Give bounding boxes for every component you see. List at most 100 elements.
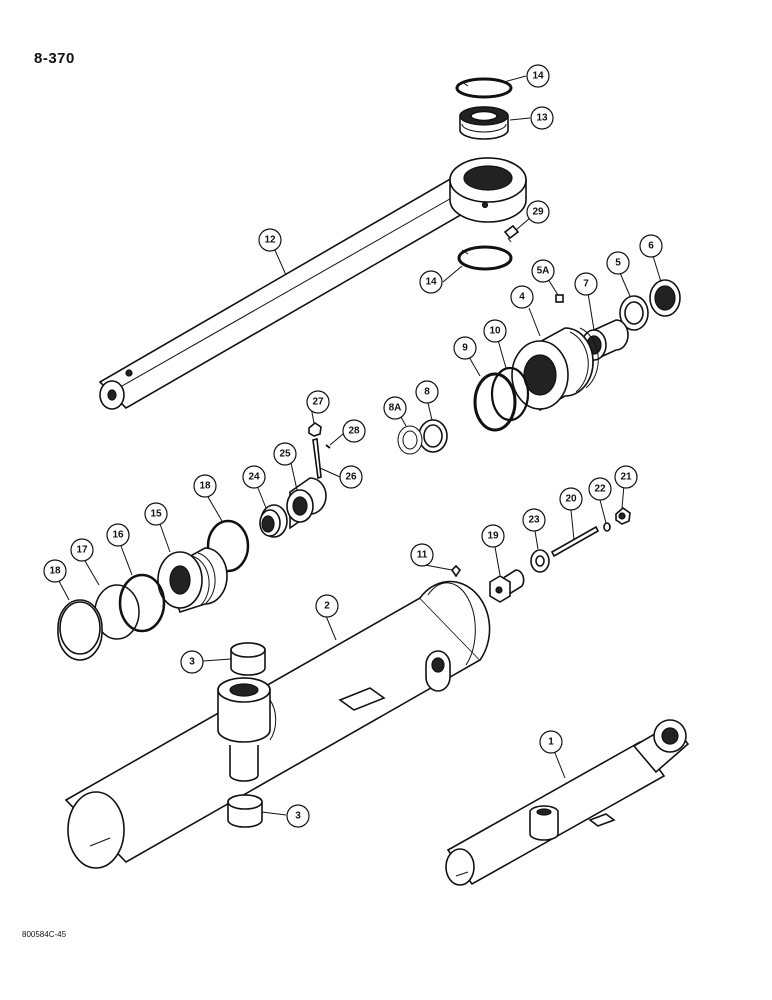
part-14-snap-ring-lower [457,245,513,271]
part-9-o-ring [473,372,517,432]
svg-text:2: 2 [324,601,330,612]
part-12-piston-rod [98,157,527,410]
callout-25: 25 [273,442,297,466]
callout-9: 9 [453,336,477,360]
svg-text:17: 17 [76,545,88,556]
callout-8: 8 [415,380,439,404]
part-1-cylinder-assembly [445,719,690,886]
svg-text:4: 4 [519,292,525,303]
part-22-o-ring [603,522,611,532]
part-27-nut [308,422,322,437]
callout-18-lower: 18 [43,559,67,583]
callout-3-upper: 3 [180,650,204,674]
callout-18-upper: 18 [193,474,217,498]
callout-8a: 8A [383,396,407,420]
callout-16: 16 [106,523,130,547]
callout-24: 24 [242,465,266,489]
callout-3-lower: 3 [286,804,310,828]
svg-text:25: 25 [279,449,291,460]
svg-text:9: 9 [462,343,468,354]
part-5-seal [619,295,649,331]
callout-14-top: 14 [526,64,550,88]
part-18-ring-lower [57,599,103,661]
callout-13: 13 [530,106,554,130]
callout-20: 20 [559,487,583,511]
part-3-bushing-lower [227,794,263,828]
svg-text:27: 27 [312,397,324,408]
svg-text:8A: 8A [389,403,402,414]
part-26-bolt [312,438,322,480]
callout-4: 4 [510,285,534,309]
part-25-spacer [286,477,327,530]
callout-14-lower: 14 [419,270,443,294]
callout-2: 2 [315,594,339,618]
callout-15: 15 [144,502,168,526]
callout-26: 26 [339,465,363,489]
part-19-plug [489,569,525,603]
callout-19: 19 [481,524,505,548]
callout-5a: 5A [531,259,555,283]
page-number: 8-370 [34,50,75,67]
part-6-wiper [649,279,681,317]
part-16-seal-ring [118,573,166,633]
figure-code: 800584C-45 [22,930,67,939]
svg-text:21: 21 [620,472,632,483]
svg-text:29: 29 [532,207,544,218]
part-11-fitting [450,564,462,578]
callout-6: 6 [639,234,663,258]
part-20-rod [550,525,600,558]
svg-text:23: 23 [528,515,540,526]
callout-12: 12 [258,228,282,252]
callout-27: 27 [306,390,330,414]
leader-lines [58,75,662,816]
svg-text:7: 7 [583,279,589,290]
callout-7: 7 [574,272,598,296]
svg-text:3: 3 [189,657,195,668]
svg-text:3: 3 [295,811,301,822]
callout-29: 29 [526,200,550,224]
svg-text:24: 24 [248,472,260,483]
callout-28: 28 [342,419,366,443]
part-3-bushing-upper [230,642,266,676]
callout-17: 17 [70,538,94,562]
callout-22: 22 [588,477,612,501]
part-18-ring-upper [206,519,250,573]
part-14-snap-ring-top [455,77,513,99]
part-8a-washer [397,425,423,455]
svg-text:16: 16 [112,530,124,541]
svg-text:18: 18 [49,566,61,577]
svg-text:5A: 5A [537,266,550,277]
part-4-head [511,327,599,412]
svg-text:18: 18 [199,481,211,492]
part-21-nut [615,506,631,525]
svg-text:12: 12 [264,235,276,246]
part-8-seal [418,419,448,453]
part-5a-set-screw [555,294,564,303]
svg-text:22: 22 [594,484,606,495]
svg-text:1: 1 [548,737,554,748]
part-13-bearing [459,106,509,140]
callout-21: 21 [614,465,638,489]
part-29-grease-fitting [503,224,520,243]
callout-11: 11 [410,543,434,567]
callout-23: 23 [522,508,546,532]
part-2-cylinder-tube [64,580,491,869]
svg-text:15: 15 [150,509,162,520]
part-15-piston [157,547,228,613]
svg-text:20: 20 [565,494,577,505]
part-24-wear-ring [259,504,288,538]
svg-text:8: 8 [424,387,430,398]
part-23-washer [530,549,550,573]
svg-text:10: 10 [489,326,501,337]
svg-text:13: 13 [536,113,548,124]
svg-text:6: 6 [648,241,654,252]
callout-10: 10 [483,319,507,343]
svg-text:14: 14 [532,71,544,82]
svg-text:28: 28 [348,426,360,437]
svg-text:14: 14 [425,277,437,288]
svg-text:11: 11 [417,550,428,561]
part-28-pin [325,444,331,449]
callout-1: 1 [539,730,563,754]
svg-text:26: 26 [345,472,357,483]
